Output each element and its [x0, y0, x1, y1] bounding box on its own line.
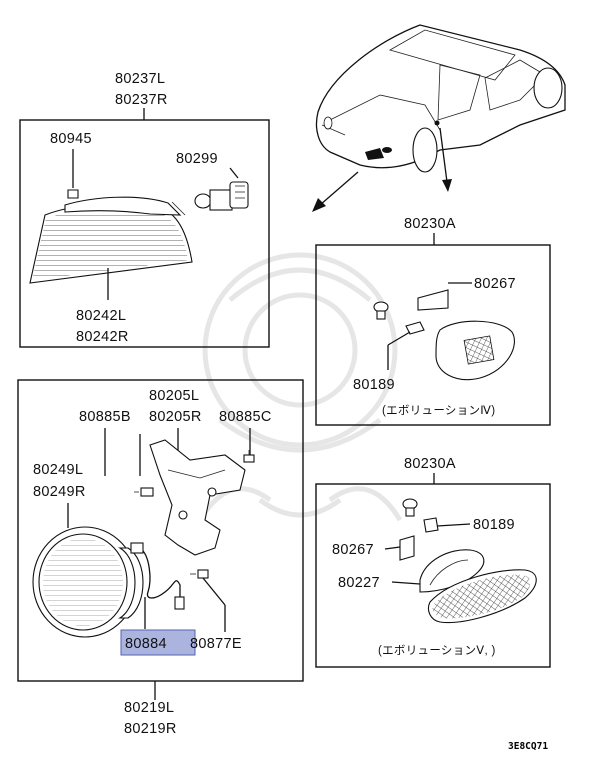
label-80189-top[interactable]: 80189	[353, 377, 395, 393]
label-80267-bottom[interactable]: 80267	[332, 542, 374, 558]
label-80205l[interactable]: 80205L	[149, 388, 199, 404]
note-evolution-iv[interactable]: (エボリューションⅣ)	[382, 404, 495, 417]
label-80885c[interactable]: 80885C	[219, 409, 272, 425]
car-illustration	[312, 24, 566, 212]
fog-lamp-group: 80205L 80885B 80205R 80885C 80249L 80249…	[17, 379, 304, 737]
label-80249l[interactable]: 80249L	[33, 462, 83, 478]
label-80885b[interactable]: 80885B	[79, 409, 131, 425]
bulb-icon	[194, 181, 249, 211]
diagram-reference-code: 3E8CQ71	[508, 741, 548, 752]
label-80237l[interactable]: 80237L	[115, 71, 165, 87]
label-80242r[interactable]: 80242R	[76, 329, 129, 345]
side-bulb-icon	[423, 517, 439, 533]
fog-lamp-frame	[17, 379, 304, 682]
side-bulb-icon	[405, 321, 425, 335]
car-headlamp-icon	[365, 148, 384, 160]
label-80299[interactable]: 80299	[176, 151, 218, 167]
combination-lamp-frame	[19, 119, 270, 348]
label-80227[interactable]: 80227	[338, 575, 380, 591]
side-lamp-group-b: 80230A 80189 80267 80227 (エボリューションⅤ, )	[315, 456, 551, 668]
label-80219r[interactable]: 80219R	[124, 721, 177, 737]
screw-icon	[373, 301, 389, 320]
side-lamp-group-a: 80230A 80267 80189 (エボリューションⅣ)	[315, 216, 551, 426]
side-lamp-lens-a	[435, 320, 515, 381]
label-80219l[interactable]: 80219L	[124, 700, 174, 716]
label-80230a-top[interactable]: 80230A	[404, 216, 456, 232]
bolt-icon	[190, 569, 209, 579]
label-80205r[interactable]: 80205R	[149, 409, 202, 425]
combination-lamp-group: 80237L 80237R 80945 80299 80242L 80242R	[19, 71, 270, 348]
label-80945[interactable]: 80945	[50, 131, 92, 147]
label-80230a-bottom[interactable]: 80230A	[404, 456, 456, 472]
label-80237r[interactable]: 80237R	[115, 92, 168, 108]
side-lamp-frame-a	[315, 244, 551, 426]
bolt-icon	[134, 487, 154, 497]
label-80189-bottom[interactable]: 80189	[473, 517, 515, 533]
wire-harness	[130, 542, 185, 610]
label-80249r[interactable]: 80249R	[33, 484, 86, 500]
label-80267-top[interactable]: 80267	[474, 276, 516, 292]
fog-bracket	[149, 439, 246, 556]
note-evolution-v[interactable]: (エボリューションⅤ, )	[378, 644, 496, 657]
fog-lamp-body	[32, 526, 144, 638]
combination-lamp-lens	[29, 196, 193, 284]
label-80242l[interactable]: 80242L	[76, 308, 126, 324]
label-80884[interactable]: 80884	[125, 636, 167, 652]
highlight-80884	[120, 629, 196, 656]
side-lamp-frame-b	[315, 483, 551, 668]
screw-icon	[402, 498, 418, 517]
side-lamp-lens-b	[419, 549, 537, 624]
bolt-icon	[243, 450, 255, 463]
label-80877e[interactable]: 80877E	[190, 636, 242, 652]
